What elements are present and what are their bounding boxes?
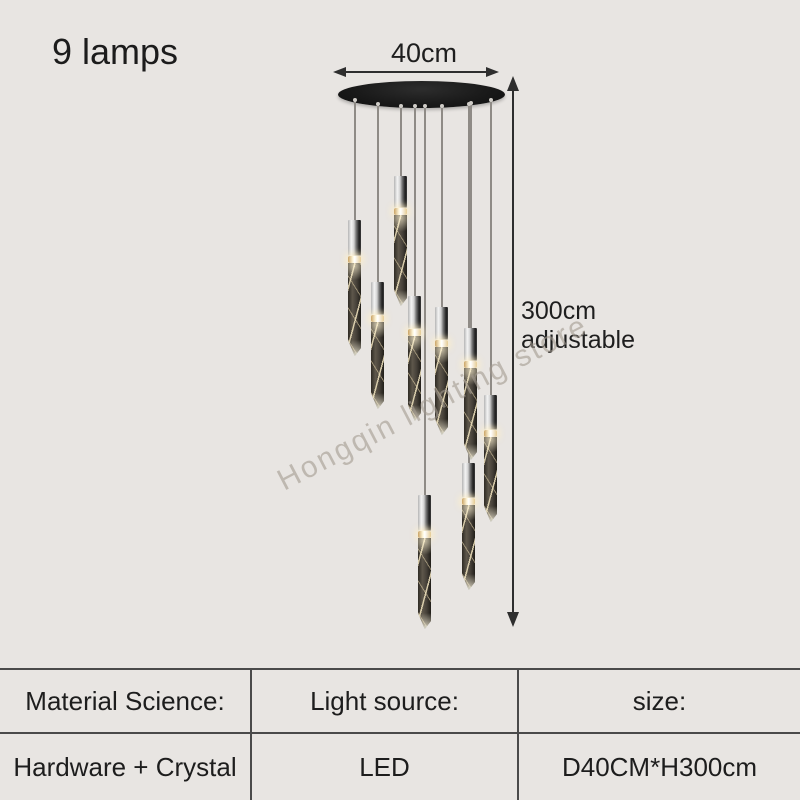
ceiling-canopy (338, 81, 505, 108)
lamp-tip-highlight (435, 419, 448, 435)
lamp-crystal-body (371, 322, 384, 409)
spec-value-row: Hardware + Crystal LED D40CM*H300cm (0, 734, 800, 800)
lamp-tip-highlight (348, 340, 361, 356)
width-dimension-line (345, 71, 487, 73)
pendant-lamp-9 (418, 495, 431, 629)
arrow-left-icon (333, 67, 346, 77)
lamp-led-glow (371, 315, 384, 322)
lamp-led-glow (484, 430, 497, 437)
wire-attachment-dot (375, 101, 380, 106)
pendant-lamp-6 (464, 328, 477, 460)
wire-attachment-dot (439, 103, 444, 108)
lamp-chrome-cap (484, 395, 497, 430)
lamp-tip-highlight (394, 290, 407, 306)
spec-value-size: D40CM*H300cm (561, 751, 758, 782)
lamp-chrome-cap (462, 463, 475, 498)
wire-attachment-dot (468, 101, 473, 106)
lamp-chrome-cap (464, 328, 477, 361)
height-value: 300cm (521, 297, 597, 325)
lamp-crystal-body (462, 505, 475, 590)
arrow-down-icon (507, 612, 519, 627)
pendant-lamp-8 (462, 463, 475, 590)
pendant-lamp-1 (394, 176, 407, 306)
lamp-crystal-body (418, 538, 431, 629)
pendant-wire-7 (490, 100, 492, 397)
pendant-wire-1 (400, 105, 402, 178)
lamp-chrome-cap (348, 220, 361, 256)
wire-attachment-dot (466, 101, 471, 106)
pendant-wire-9 (424, 105, 426, 497)
pendant-lamp-3 (371, 282, 384, 409)
lamp-tip-highlight (418, 613, 431, 629)
lamp-chrome-cap (408, 296, 421, 329)
wire-attachment-dot (422, 103, 427, 108)
arrow-up-icon (507, 76, 519, 91)
spec-value-light-source: LED (252, 734, 519, 800)
lamp-led-glow (394, 208, 407, 215)
lamp-chrome-cap (435, 307, 448, 340)
wire-attachment-dot (398, 103, 403, 108)
pendant-wire-3 (377, 103, 379, 284)
lamp-led-glow (435, 340, 448, 347)
arrow-right-icon (486, 67, 499, 77)
pendant-wire-2 (354, 100, 356, 222)
lamp-led-glow (408, 329, 421, 336)
width-dimension-label: 40cm (390, 38, 458, 68)
height-dimension-label: 300cm adjustable (521, 297, 635, 355)
lamp-crystal-body (484, 437, 497, 522)
wire-attachment-dot (488, 98, 493, 103)
lamp-chrome-cap (394, 176, 407, 208)
spec-header-light-source: Light source: (252, 670, 519, 732)
lamp-chrome-cap (371, 282, 384, 315)
pendant-wire-8 (468, 103, 470, 465)
wire-attachment-dot (352, 98, 357, 103)
lamp-count-label: 9 lamps (52, 31, 179, 72)
lamp-led-glow (462, 498, 475, 505)
lamp-led-glow (464, 361, 477, 368)
watermark-text: Hongqin lighting store (272, 308, 594, 498)
lamp-tip-highlight (464, 444, 477, 460)
pendant-wire-4 (414, 105, 416, 298)
pendant-lamp-7 (484, 395, 497, 522)
lamp-tip-highlight (462, 574, 475, 590)
spec-header-size: size: (632, 685, 687, 716)
lamp-crystal-body (394, 215, 407, 306)
lamp-led-glow (348, 256, 361, 263)
pendant-lamp-5 (435, 307, 448, 435)
pendant-lamp-2 (348, 220, 361, 356)
height-qualifier: adjustable (521, 326, 635, 354)
lamp-chrome-cap (418, 495, 431, 531)
pendant-wire-5 (441, 105, 443, 309)
lamp-tip-highlight (484, 506, 497, 522)
pendant-lamp-4 (408, 296, 421, 421)
spec-table: Material Science: Light source: size: Ha… (0, 668, 800, 800)
pendant-wire-6 (470, 103, 472, 330)
lamp-tip-highlight (371, 393, 384, 409)
lamp-crystal-body (348, 263, 361, 356)
wire-attachment-dot (412, 103, 417, 108)
spec-header-row: Material Science: Light source: size: (0, 670, 800, 734)
lamp-led-glow (418, 531, 431, 538)
spec-header-material: Material Science: (0, 670, 252, 732)
height-dimension-line (512, 88, 514, 613)
spec-value-material: Hardware + Crystal (0, 734, 252, 800)
